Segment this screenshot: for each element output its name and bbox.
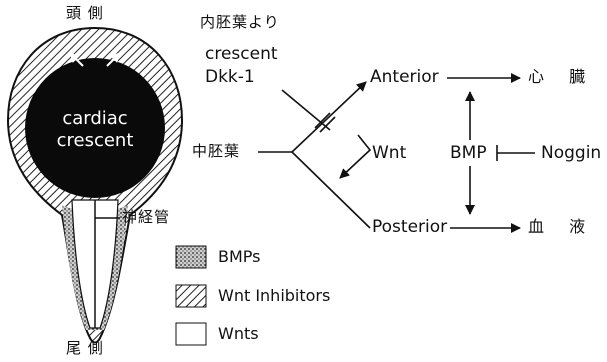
wnt-label: Wnt xyxy=(372,145,406,162)
legend-label-wnts: Wnts xyxy=(218,326,259,342)
legend-label-bmps: BMPs xyxy=(218,249,260,265)
endoderm-source-label: 内胚葉より xyxy=(200,15,280,30)
mesoderm-label: 中胚葉 xyxy=(192,144,240,159)
dkk1-label: Dkk-1 xyxy=(205,69,255,86)
crescent-label: crescent xyxy=(57,130,134,151)
noggin-label: Noggin xyxy=(541,145,601,162)
embryo-figure xyxy=(8,28,182,343)
crescent-text: crescent xyxy=(205,46,278,63)
heart-label: 心 臓 xyxy=(528,69,595,85)
posterior-label: Posterior xyxy=(372,219,447,236)
legend-swatch-wnt-inhibitors xyxy=(176,285,206,307)
branch-to-anterior xyxy=(292,82,366,152)
neural-tube-label: 神経管 xyxy=(122,210,170,225)
legend-label-wnt-inhibitors: Wnt Inhibitors xyxy=(218,288,330,304)
head-label: 頭 側 xyxy=(66,6,104,21)
anterior-label: Anterior xyxy=(370,69,439,86)
branch-to-posterior xyxy=(292,152,370,228)
legend-swatch-wnts xyxy=(176,323,206,345)
inhibition-bar-1 xyxy=(315,113,330,128)
blood-label: 血 液 xyxy=(528,219,595,235)
tail-label: 尾 側 xyxy=(66,341,104,356)
legend-swatch-bmps xyxy=(176,246,206,268)
cardiac-label: cardiac xyxy=(62,108,127,129)
dkk1-inhibition-line xyxy=(282,90,330,130)
wnt-loop-arrow xyxy=(340,135,370,178)
bmp-label: BMP xyxy=(450,145,487,162)
